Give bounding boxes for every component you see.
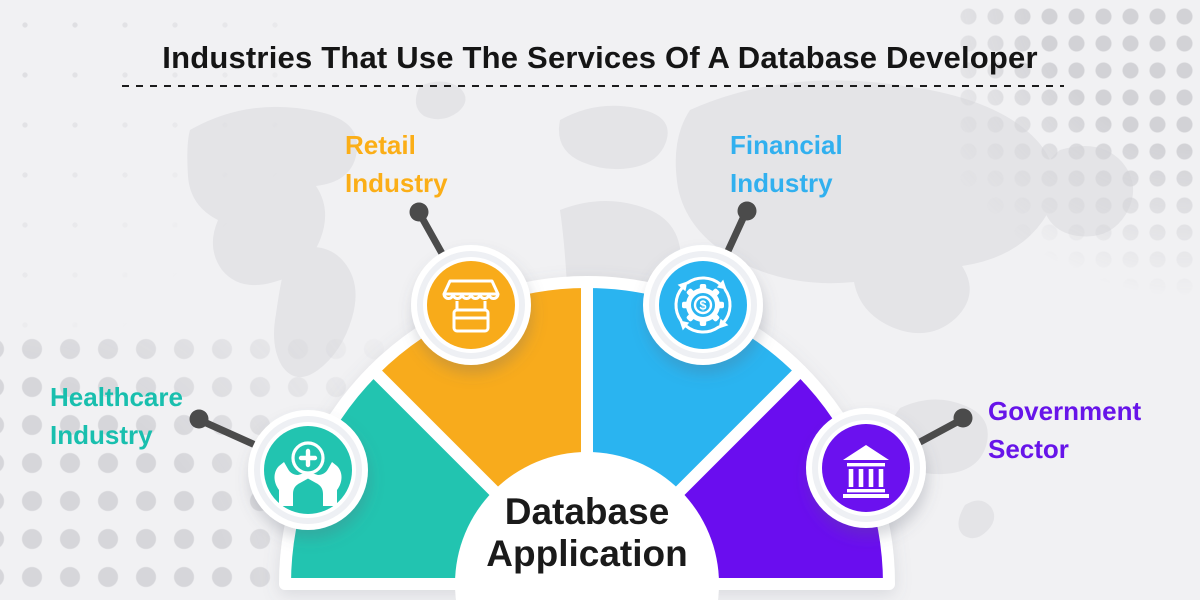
- label-retail-industry: Retail Industry: [345, 126, 448, 202]
- dashed-divider: [122, 85, 1064, 87]
- government-badge: [806, 408, 926, 528]
- label-line: Healthcare: [50, 382, 183, 412]
- dollar-symbol: $: [700, 298, 707, 312]
- label-healthcare-industry: Healthcare Industry: [50, 378, 183, 454]
- label-line: Retail: [345, 130, 416, 160]
- label-financial-industry: Financial Industry: [730, 126, 843, 202]
- center-label-line2: Application: [486, 533, 688, 574]
- retail-connector-line: [417, 212, 448, 261]
- label-government-sector: Government Sector: [988, 392, 1141, 468]
- label-line: Industry: [345, 168, 448, 198]
- government-connector-line: [916, 417, 963, 446]
- government-connector-dot: [953, 408, 973, 428]
- label-line: Government: [988, 396, 1142, 426]
- label-line: Industry: [50, 420, 153, 450]
- financial-connector-line: [724, 210, 749, 255]
- financial-badge-disc: [659, 261, 747, 349]
- label-line: Industry: [730, 168, 833, 198]
- dollar-gear-sync-icon: $: [674, 276, 732, 334]
- government-badge-disc: [822, 424, 910, 512]
- retail-badge: [411, 245, 531, 365]
- label-line: Financial: [730, 130, 843, 160]
- financial-badge: $: [643, 245, 763, 365]
- retail-badge-disc: [427, 261, 515, 349]
- financial-connector-dot: [737, 201, 757, 221]
- center-label-line1: Database: [504, 491, 670, 532]
- healthcare-connector-line: [200, 418, 257, 448]
- label-line: Sector: [988, 434, 1069, 464]
- healthcare-connector-dot: [189, 409, 209, 429]
- retail-connector-dot: [409, 202, 429, 222]
- healthcare-badge: [248, 410, 368, 530]
- bank-building-icon: [843, 445, 889, 498]
- center-label: Database Application: [447, 491, 727, 575]
